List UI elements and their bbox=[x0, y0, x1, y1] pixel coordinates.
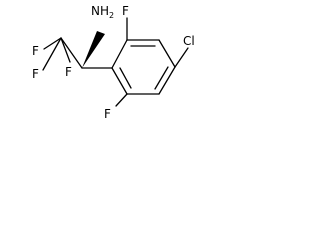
cl-label: Cl bbox=[183, 34, 195, 48]
f-top-label: F bbox=[122, 4, 129, 18]
f-cf3-bottom-label: F bbox=[65, 65, 72, 79]
ring-bond-4 bbox=[158, 66, 176, 95]
f-bottom-ring-label: F bbox=[104, 107, 111, 121]
bond-cf3-f-left bbox=[43, 37, 62, 50]
f-cf3-left-label: F bbox=[32, 44, 39, 58]
bond-cf3-f-bottom bbox=[60, 37, 71, 63]
wedge-bond bbox=[82, 31, 105, 68]
ring-double-3 bbox=[119, 67, 132, 89]
nh2-label: NH2 bbox=[91, 4, 114, 20]
f-cf3-bottom-left-label: F bbox=[32, 67, 39, 81]
bond-ring-cl bbox=[174, 47, 189, 68]
ring-bond-6 bbox=[111, 67, 128, 95]
ring-double-2 bbox=[154, 66, 169, 90]
ring-bond-1 bbox=[111, 39, 128, 69]
bond-ring-f-bottom bbox=[115, 93, 128, 107]
chemical-structure-diagram: NH2 F Cl F F F F bbox=[32, 4, 195, 121]
ring-bond-3 bbox=[158, 39, 176, 68]
bond-cf3-f-bottom-left bbox=[42, 37, 62, 71]
bond-c-cf3 bbox=[60, 37, 83, 69]
